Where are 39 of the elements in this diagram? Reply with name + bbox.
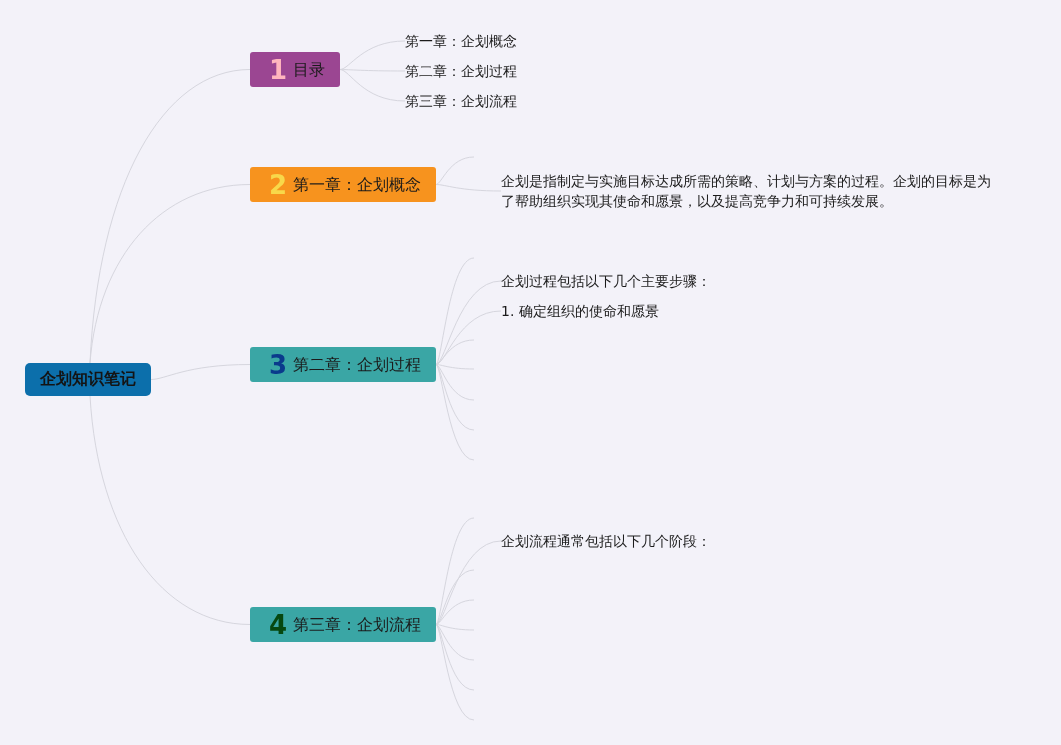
topic-title: 目录 [293, 59, 325, 80]
step-number: 3 [268, 350, 288, 379]
topic-box [250, 52, 340, 87]
branch-line [339, 69, 406, 102]
branch-line [435, 257, 475, 365]
branch-line [435, 624, 475, 661]
topic-box [250, 607, 436, 642]
branch-line [435, 184, 502, 192]
branch-line [89, 184, 251, 364]
branch-line [89, 395, 251, 625]
step-number: 2 [268, 170, 288, 199]
branch-line [89, 69, 251, 364]
topic-title: 第二章：企划过程 [293, 354, 421, 375]
subtopic-text: 企划过程包括以下几个主要步骤： [501, 271, 711, 291]
branch-line [435, 599, 475, 625]
step-number: 4 [268, 610, 288, 639]
step-number: 1 [268, 55, 288, 84]
description-text: 企划是指制定与实施目标达成所需的策略、计划与方案的过程。企划的目标是为了帮助组织实现其使命和愿景，以及提高竞争力和可持续发展。 [501, 171, 997, 211]
subtopic-text: 第一章：企划概念 [405, 31, 517, 51]
branch-line [435, 569, 475, 625]
branch-line [435, 364, 475, 401]
branch-line [435, 624, 475, 721]
subtopic-text: 第三章：企划流程 [405, 91, 517, 111]
branch-line [150, 364, 251, 380]
topic-box [250, 167, 436, 202]
topic-box [250, 347, 436, 382]
subtopic-text: 第二章：企划过程 [405, 61, 517, 81]
subtopic-text: 1. 确定组织的使命和愿景 [501, 301, 659, 321]
topic-title: 第三章：企划流程 [293, 614, 421, 635]
root-topic: 企划知识笔记 [25, 363, 151, 396]
topic-title: 第一章：企划概念 [293, 174, 421, 195]
branch-line [435, 280, 502, 365]
branch-line [339, 40, 406, 70]
branch-line [435, 364, 475, 370]
subtopic-text: 企划流程通常包括以下几个阶段： [501, 531, 711, 551]
branch-line [435, 624, 475, 631]
branch-line [435, 156, 475, 185]
branch-line [435, 364, 475, 461]
branch-line [435, 517, 475, 625]
